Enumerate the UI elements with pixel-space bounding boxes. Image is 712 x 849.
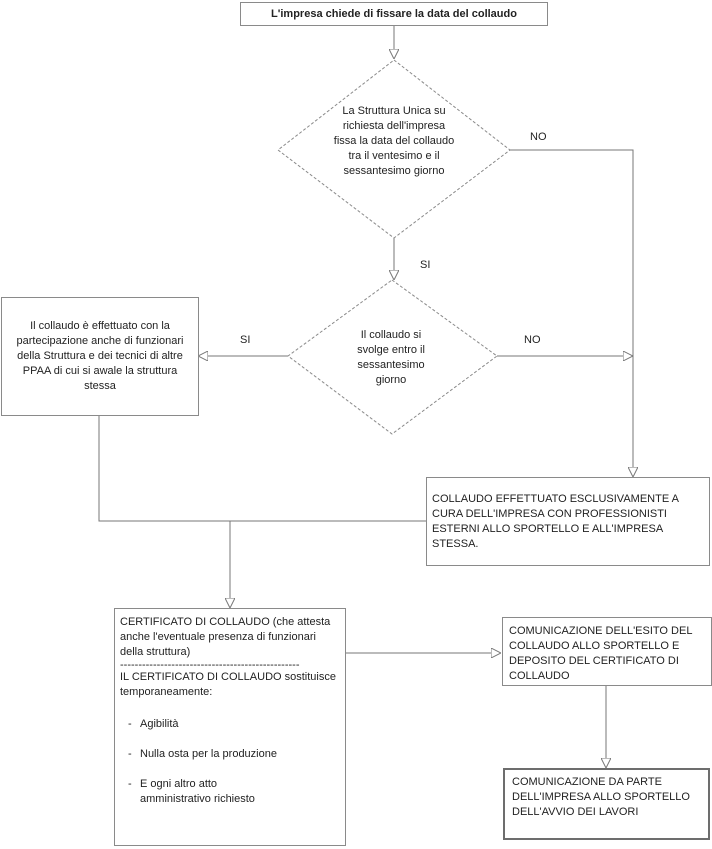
certificate-separator: ----------------------------------------… [120, 660, 300, 670]
certificate-subtitle: IL CERTIFICATO DI COLLAUDO sostituisce t… [120, 671, 336, 698]
bullet-dash: - [128, 748, 132, 760]
certificate-title: CERTIFICATO DI COLLAUDO (che attesta anc… [120, 616, 331, 658]
certificate-box: CERTIFICATO DI COLLAUDO (che attesta anc… [114, 608, 346, 846]
start-text: L'impresa chiede di fissare la data del … [271, 7, 517, 20]
start-box: L'impresa chiede di fissare la data del … [240, 2, 548, 26]
decision2-text: Il collaudo si svolge entro il sessantes… [357, 329, 425, 386]
label-si-decision1: SI [420, 259, 431, 271]
bullet-dash: - [128, 778, 132, 790]
label-no-decision2: NO [524, 334, 541, 346]
label-si-decision2: SI [240, 334, 251, 346]
certificate-item: - Nulla osta per la produzione [128, 748, 277, 760]
label-no-decision1: NO [530, 131, 547, 143]
decision1-text: La Struttura Unica su richiesta dell'imp… [333, 105, 455, 177]
arrow-d1-no-to-external [510, 149, 633, 476]
final-text: COMUNICAZIONE DA PARTE DELL'IMPRESA ALLO… [512, 776, 690, 818]
merge-from-internal [98, 416, 426, 522]
decision2-diamond [287, 279, 498, 435]
certificate-item: - E ogni altro atto amministrativo richi… [128, 778, 255, 805]
communication-text: COMUNICAZIONE DELL'ESITO DEL COLLAUDO AL… [509, 625, 693, 682]
communication-box: COMUNICAZIONE DELL'ESITO DEL COLLAUDO AL… [502, 617, 712, 686]
certificate-item: - Agibilità [128, 718, 179, 730]
bullet-dash: - [128, 718, 132, 730]
final-box: COMUNICAZIONE DA PARTE DELL'IMPRESA ALLO… [503, 768, 710, 840]
internal-collaudo-text: Il collaudo è effettuato con la partecip… [16, 320, 184, 392]
internal-collaudo-box: Il collaudo è effettuato con la partecip… [1, 297, 199, 416]
external-collaudo-text: COLLAUDO EFFETTUATO ESCLUSIVAMENTE A CUR… [432, 493, 679, 550]
external-collaudo-box: COLLAUDO EFFETTUATO ESCLUSIVAMENTE A CUR… [426, 477, 710, 566]
